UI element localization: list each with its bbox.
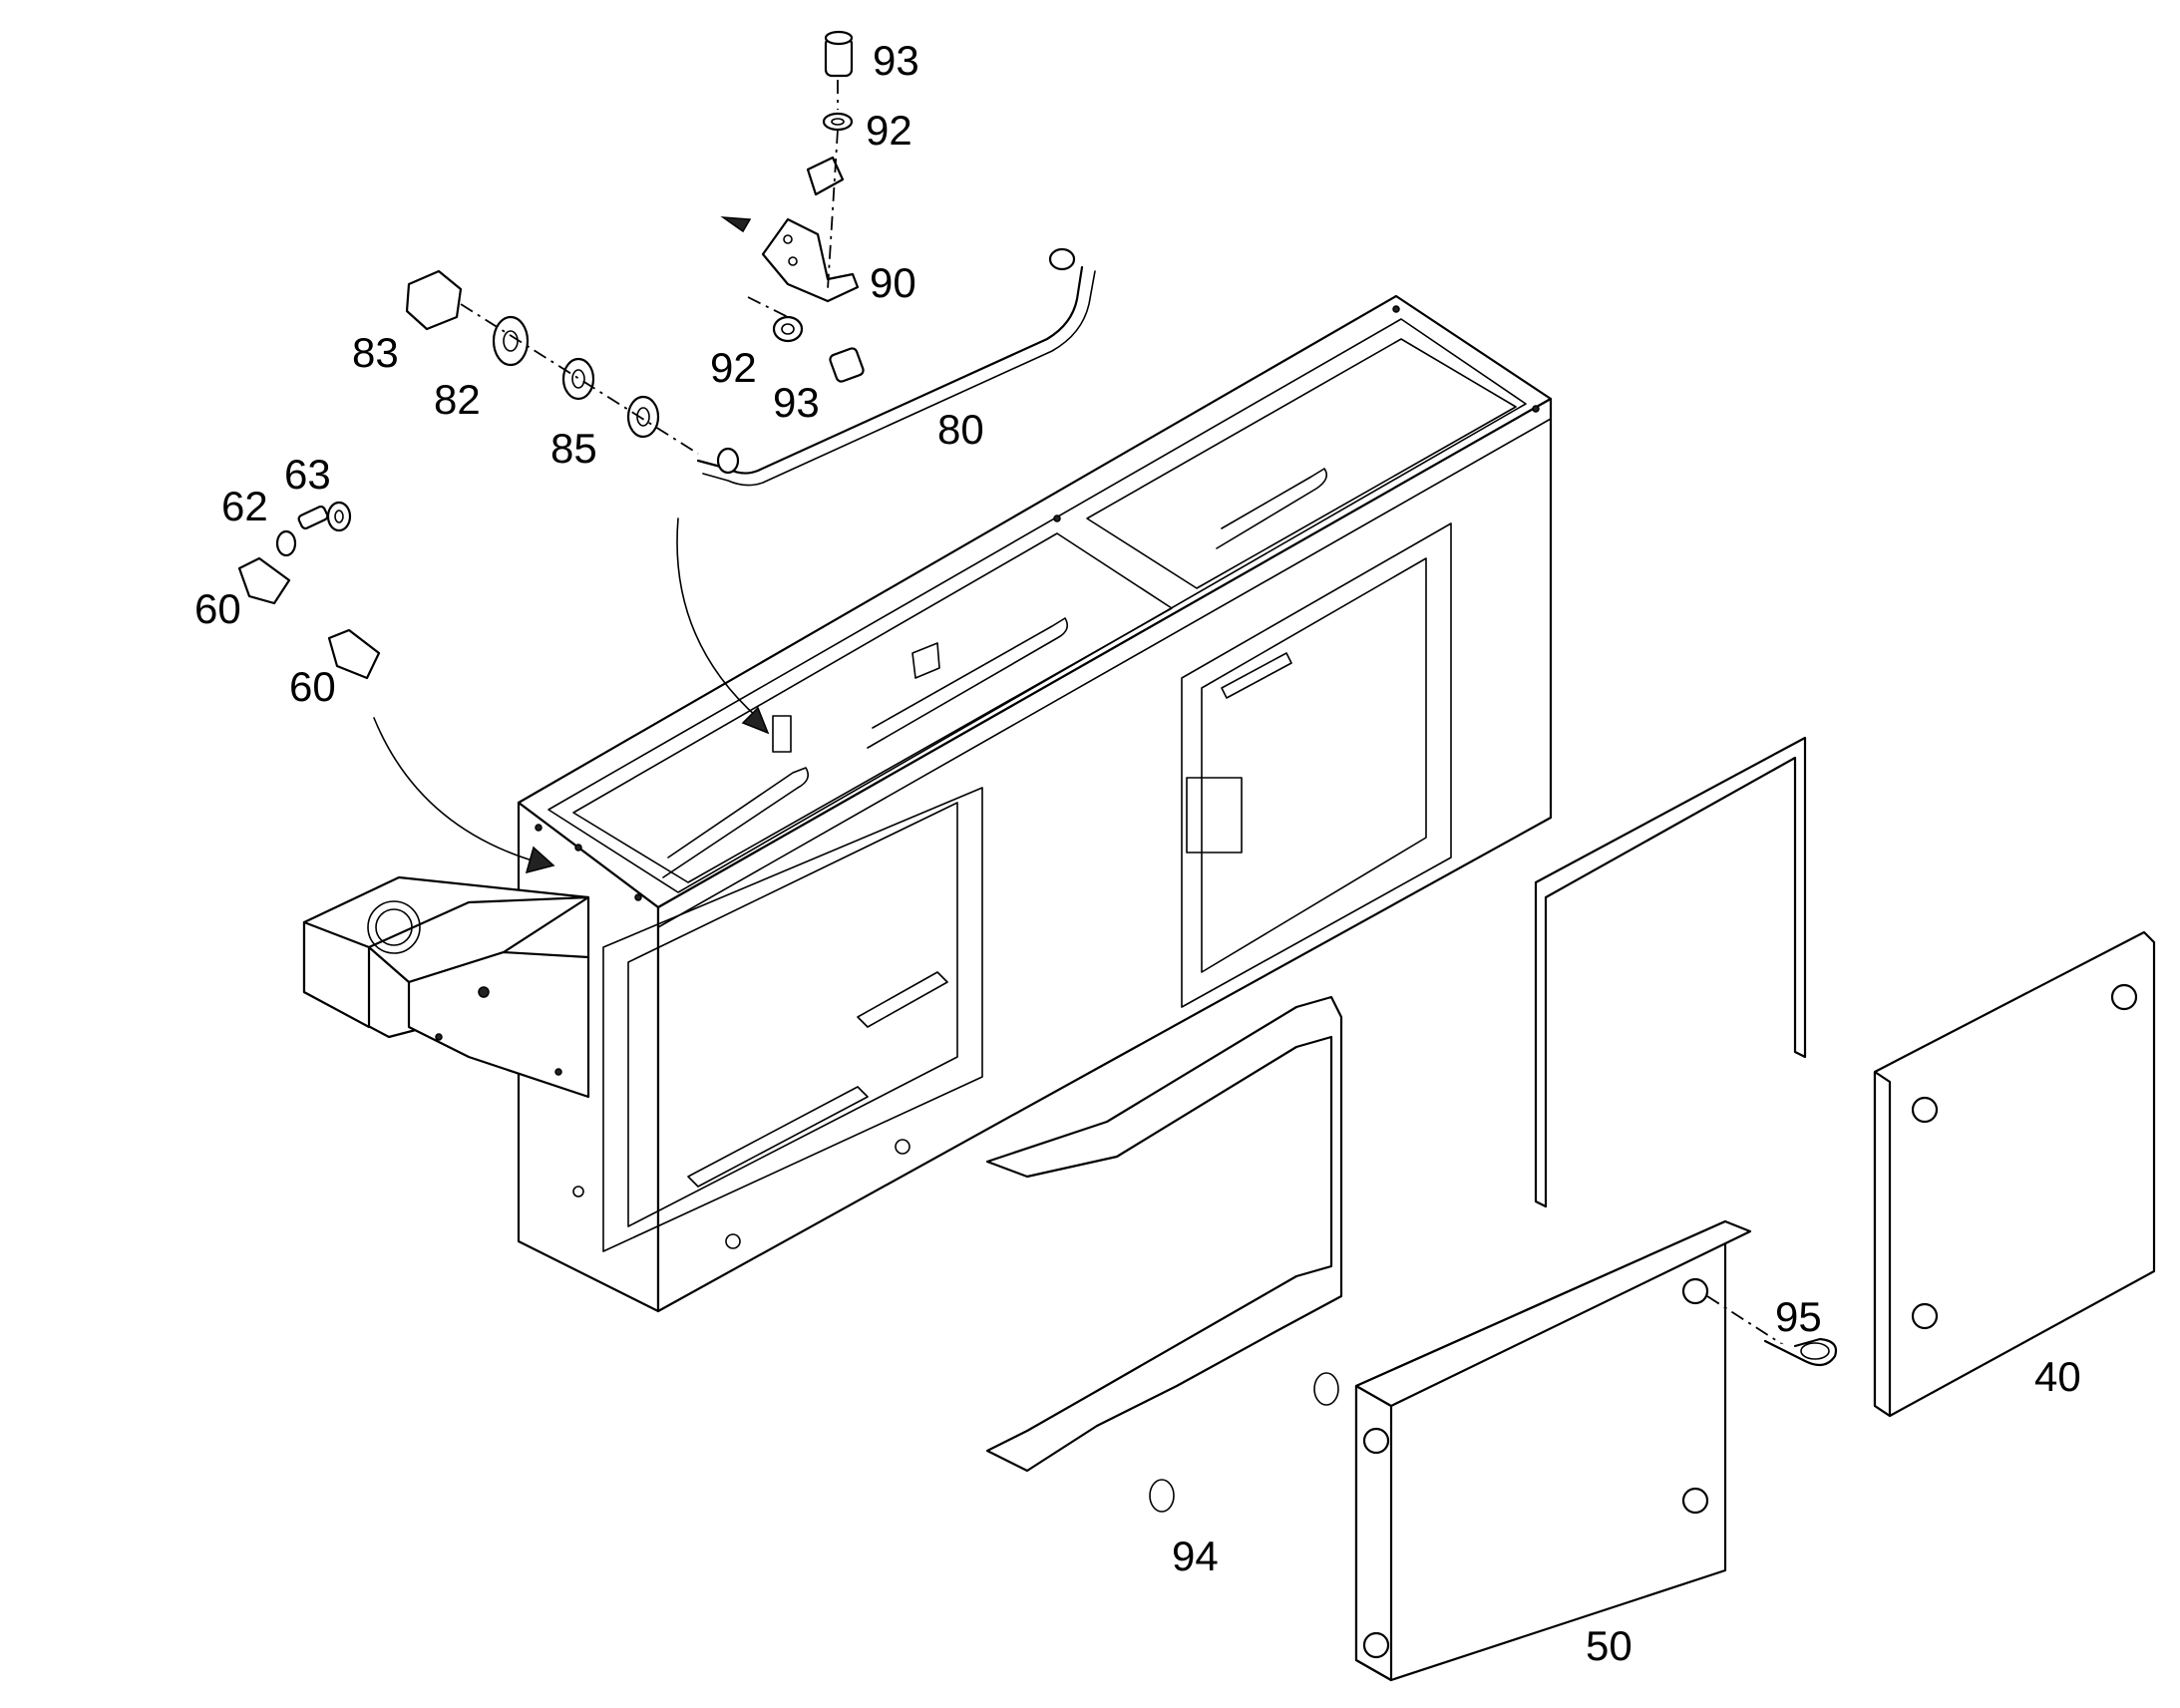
- callout-80: 80: [937, 406, 984, 453]
- cover-panel-50: [1354, 1219, 1752, 1682]
- rod-part-80: [696, 247, 1096, 487]
- callout-63: 63: [284, 451, 331, 498]
- callout-labels: 93 92 90 83 82 85 92 93 80 63 62 60 60 9…: [194, 37, 2081, 1669]
- callout-40: 40: [2034, 1353, 2081, 1400]
- assembly-arrows: [373, 517, 770, 874]
- callout-92-top: 92: [866, 107, 912, 154]
- callout-62: 62: [221, 483, 268, 529]
- callout-93-bottom: 93: [773, 379, 820, 426]
- cover-panel-40: [1873, 930, 2156, 1418]
- callout-60-top: 60: [194, 585, 241, 632]
- clamp-bracket-assembly: [720, 30, 865, 383]
- key-pin-95: [1706, 1295, 1838, 1367]
- callout-94: 94: [1172, 1533, 1219, 1579]
- callout-93-top: 93: [873, 37, 919, 84]
- gasket-frame-94: [985, 995, 1343, 1513]
- small-fasteners: [237, 501, 381, 680]
- gasket-frame-upper: [1534, 736, 1807, 1208]
- callout-82: 82: [434, 376, 481, 423]
- callout-83: 83: [352, 329, 399, 376]
- callout-50: 50: [1586, 1622, 1633, 1669]
- callout-92-bottom: 92: [710, 344, 757, 391]
- callout-60-bottom: 60: [289, 663, 336, 710]
- nut-washer-stack: [405, 269, 699, 455]
- callout-95: 95: [1775, 1293, 1822, 1340]
- callout-85: 85: [550, 425, 597, 472]
- side-mount-bracket: [302, 875, 590, 1099]
- callout-90: 90: [870, 259, 916, 306]
